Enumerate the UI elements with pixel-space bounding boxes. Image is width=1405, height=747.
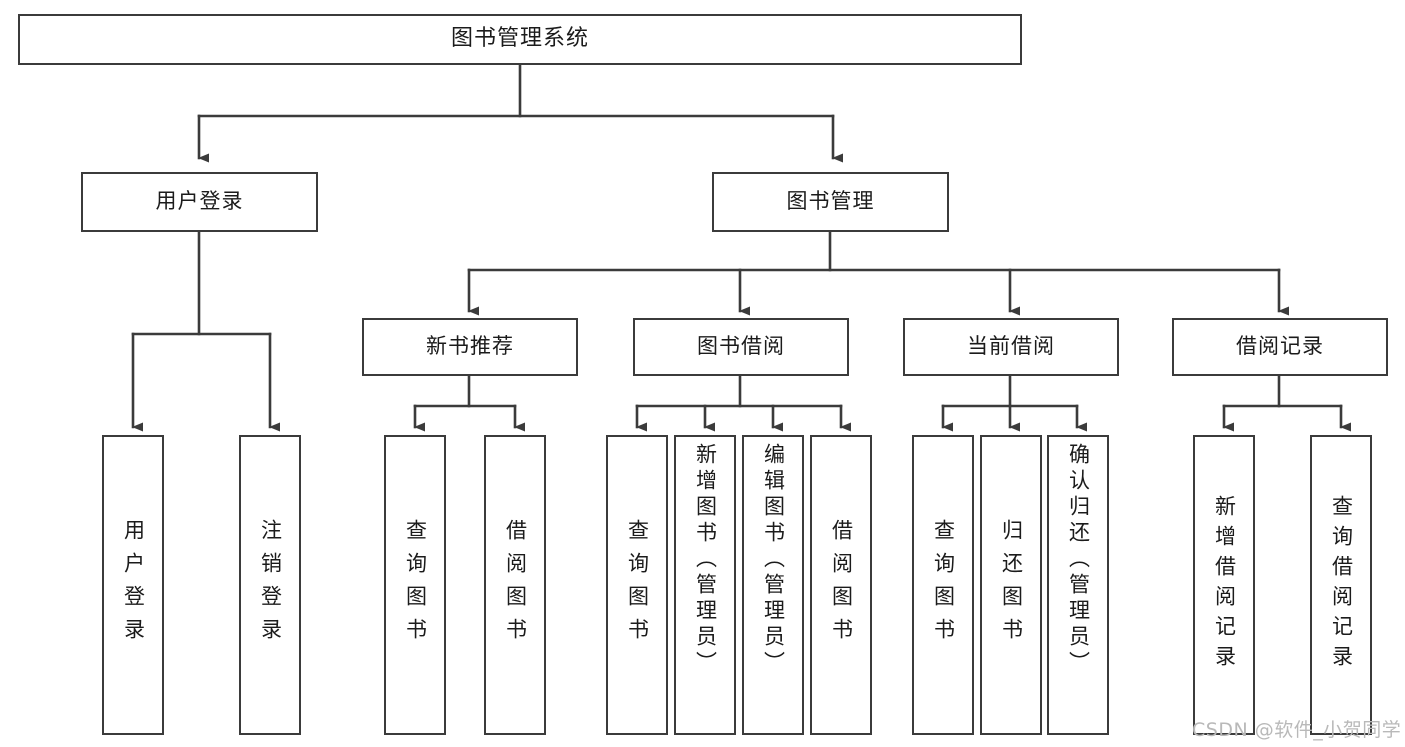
leaf-return-book[interactable]: 归还图书 bbox=[980, 435, 1042, 735]
node-current-borrow[interactable]: 当前借阅 bbox=[903, 318, 1119, 376]
leaf-add-borrow-record[interactable]: 新增借阅记录 bbox=[1193, 435, 1255, 735]
leaf-query-book-recommend[interactable]: 查询图书 bbox=[384, 435, 446, 735]
node-book-borrow[interactable]: 图书借阅 bbox=[633, 318, 849, 376]
leaf-confirm-return-admin[interactable]: 确认归还（管理员） bbox=[1047, 435, 1109, 735]
node-label: 新增借阅记录 bbox=[1212, 495, 1237, 675]
leaf-edit-book-admin[interactable]: 编辑图书（管理员） bbox=[742, 435, 804, 735]
node-label: 图书管理 bbox=[786, 189, 875, 214]
node-label: 借阅记录 bbox=[1236, 334, 1324, 359]
leaf-logout-login[interactable]: 注销登录 bbox=[239, 435, 301, 735]
leaf-add-book-admin[interactable]: 新增图书（管理员） bbox=[674, 435, 736, 735]
node-label: 注销登录 bbox=[258, 519, 283, 651]
watermark-text: CSDN @软件_小贺同学 bbox=[1192, 719, 1402, 741]
node-label: 查询图书 bbox=[403, 519, 428, 651]
leaf-query-book-borrow[interactable]: 查询图书 bbox=[606, 435, 668, 735]
node-label: 查询图书 bbox=[931, 519, 956, 651]
node-book-management[interactable]: 图书管理 bbox=[712, 172, 949, 232]
node-root-book-management-system[interactable]: 图书管理系统 bbox=[18, 14, 1022, 65]
leaf-user-login[interactable]: 用户登录 bbox=[102, 435, 164, 735]
leaf-query-borrow-record[interactable]: 查询借阅记录 bbox=[1310, 435, 1372, 735]
node-label: 查询借阅记录 bbox=[1329, 495, 1354, 675]
node-user-login[interactable]: 用户登录 bbox=[81, 172, 318, 232]
node-label: 借阅图书 bbox=[829, 519, 854, 651]
node-label: 用户登录 bbox=[155, 189, 244, 214]
node-label: 当前借阅 bbox=[967, 334, 1055, 359]
leaf-query-book-current[interactable]: 查询图书 bbox=[912, 435, 974, 735]
leaf-borrow-book[interactable]: 借阅图书 bbox=[810, 435, 872, 735]
node-label: 查询图书 bbox=[625, 519, 650, 651]
node-label: 图书借阅 bbox=[697, 334, 785, 359]
node-label: 编辑图书（管理员） bbox=[761, 443, 786, 677]
node-label: 新增图书（管理员） bbox=[693, 443, 718, 677]
node-borrow-record[interactable]: 借阅记录 bbox=[1172, 318, 1388, 376]
node-label: 用户登录 bbox=[121, 519, 146, 651]
node-new-book-recommend[interactable]: 新书推荐 bbox=[362, 318, 578, 376]
node-label: 确认归还（管理员） bbox=[1066, 443, 1091, 677]
node-label: 新书推荐 bbox=[426, 334, 514, 359]
node-label: 图书管理系统 bbox=[450, 26, 589, 52]
node-label: 借阅图书 bbox=[503, 519, 528, 651]
node-label: 归还图书 bbox=[999, 519, 1024, 651]
leaf-borrow-book-recommend[interactable]: 借阅图书 bbox=[484, 435, 546, 735]
